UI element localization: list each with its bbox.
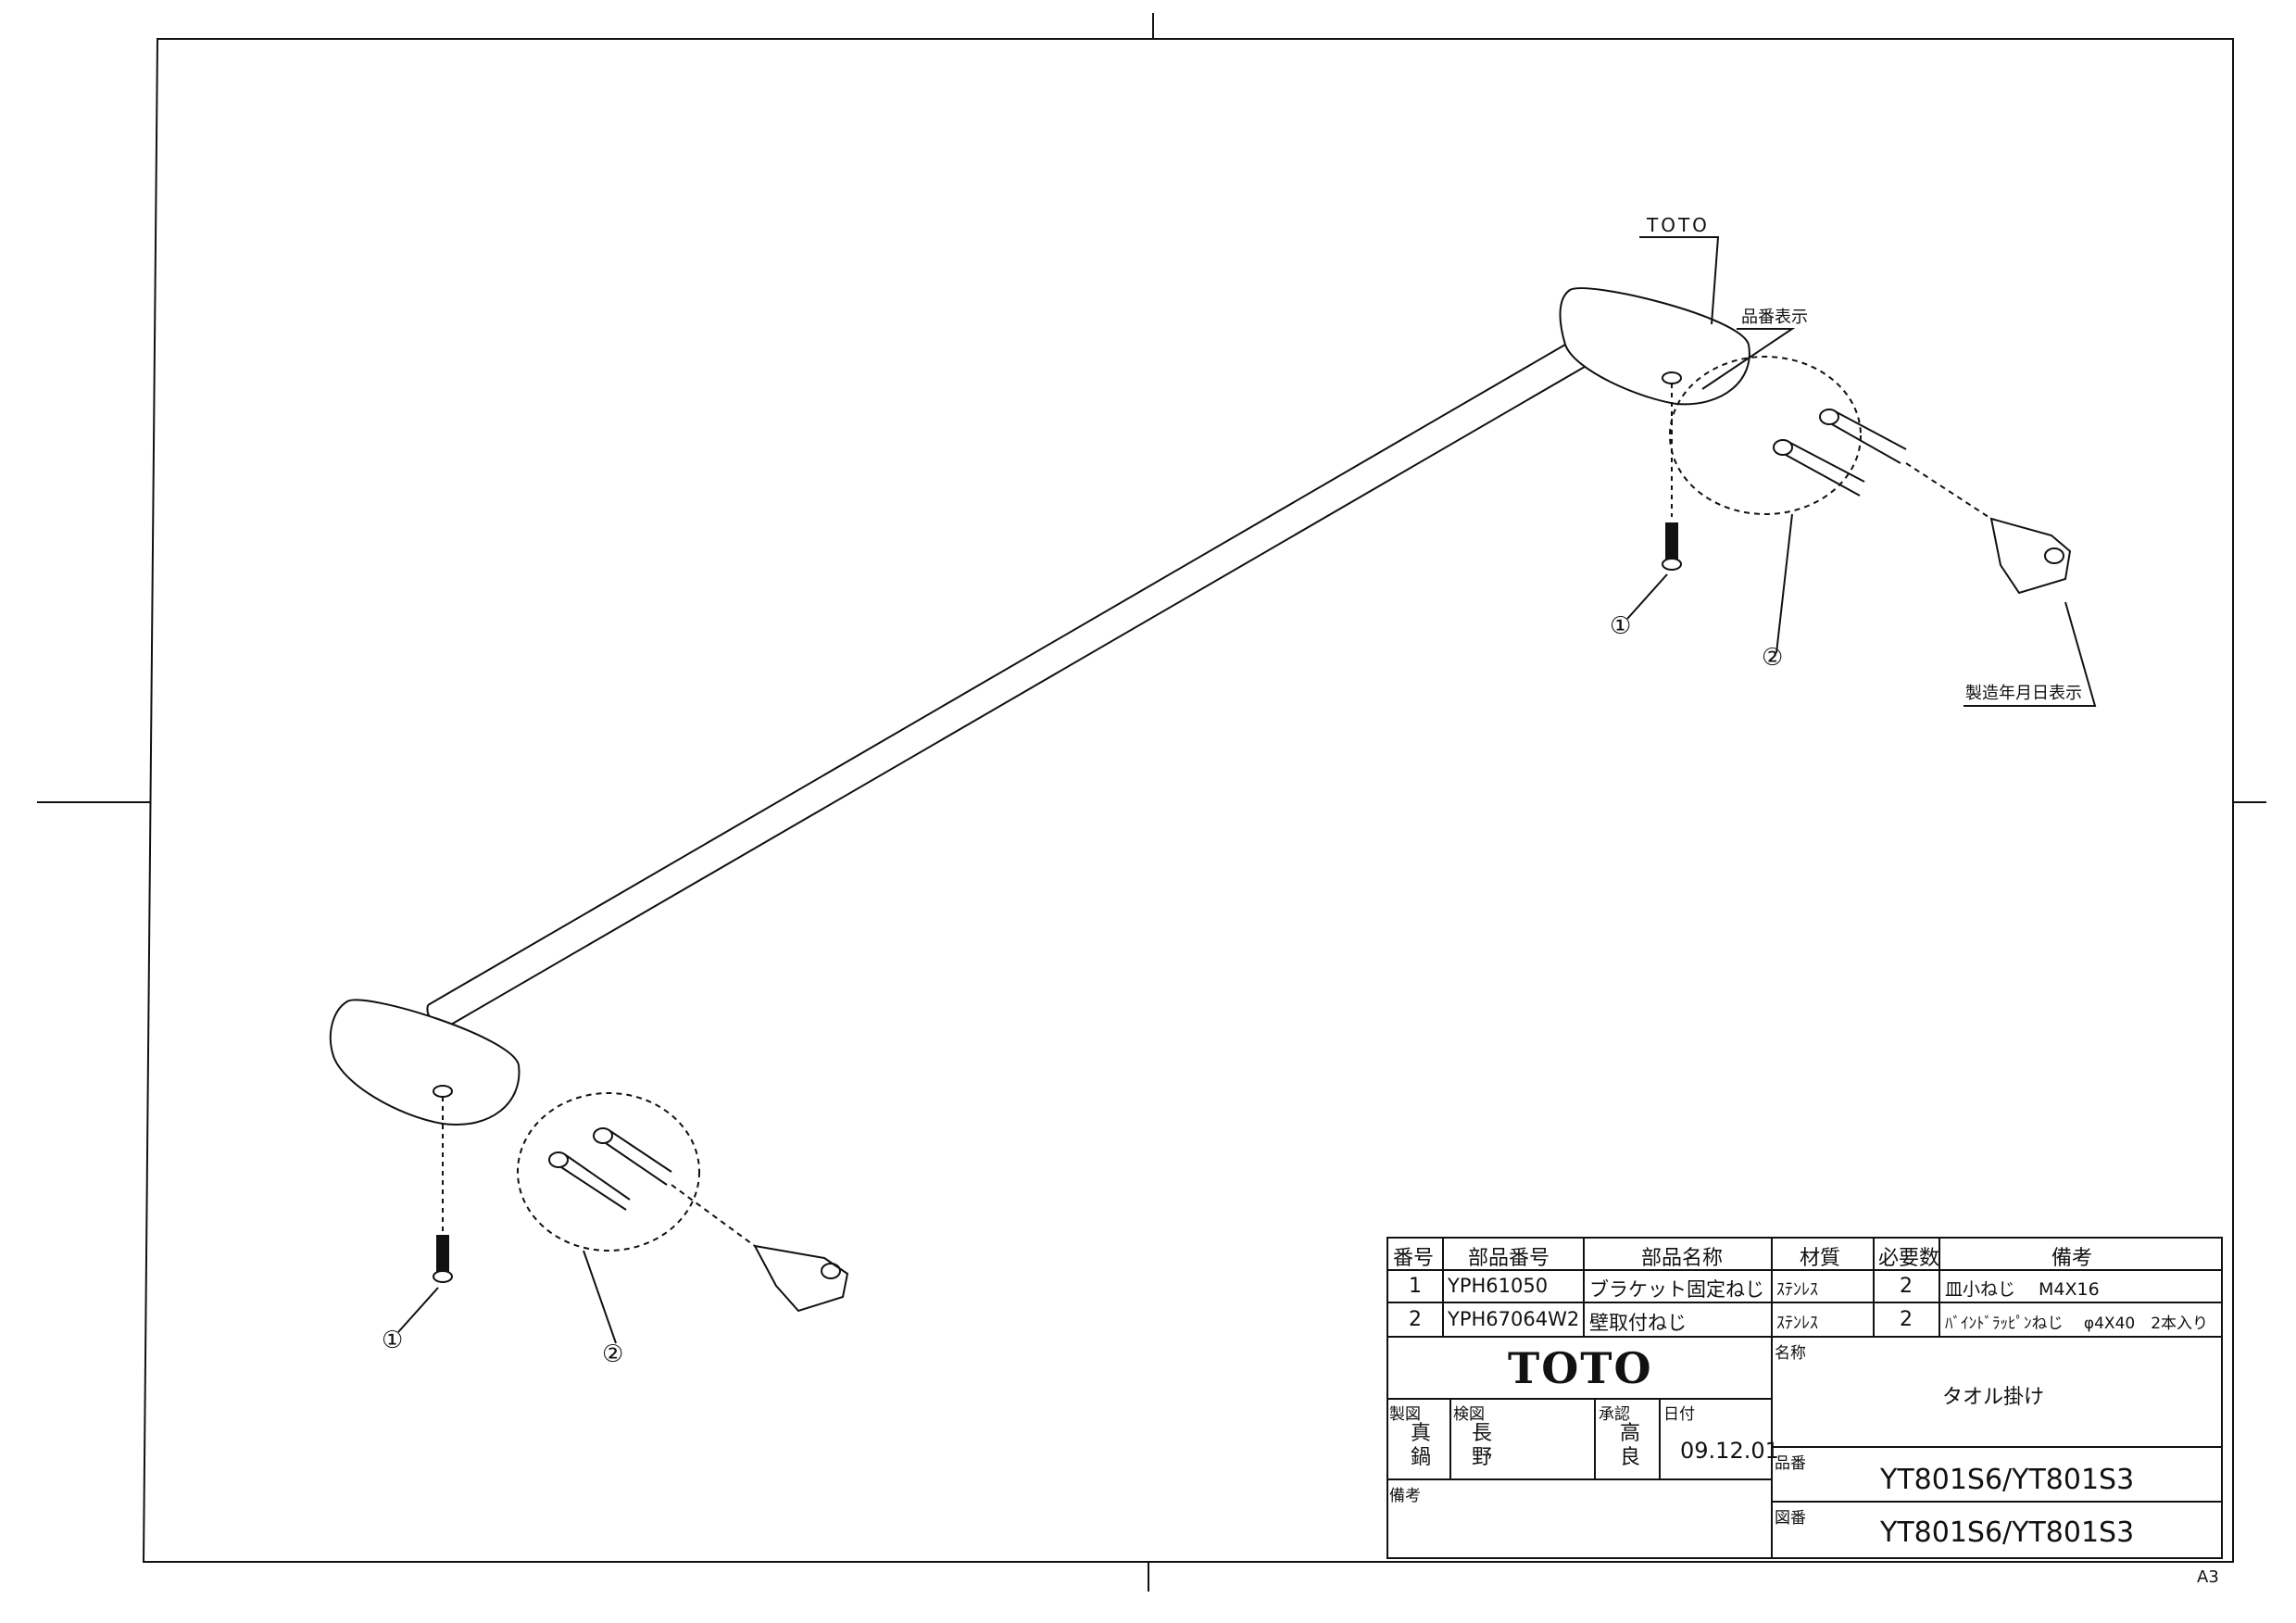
wall-screws-left	[517, 1092, 849, 1313]
brand-mark-leader	[1639, 236, 1720, 325]
towel-bar-rod	[426, 344, 1590, 1029]
part-1-leader-left	[397, 1287, 439, 1333]
company-logo: TOTO	[1508, 1343, 1653, 1393]
sheet-size: A3	[2197, 1567, 2219, 1587]
name-label: 名称	[1775, 1344, 1806, 1363]
checked-by: 長野	[1472, 1422, 1493, 1469]
date-value: 09.12.01	[1680, 1438, 1779, 1464]
left-bracket	[329, 999, 521, 1232]
title-block-grid	[1386, 1237, 2223, 1559]
brand-mark-callout: TOTO	[1646, 214, 1710, 236]
product-number: YT801S6/YT801S3	[1880, 1464, 2135, 1496]
product-number-label: 品番	[1775, 1454, 1806, 1473]
header-remarks: 備考	[2051, 1247, 2093, 1270]
row-2-part-code: YPH67064W2	[1448, 1308, 1580, 1330]
row-1-part-code: YPH61050	[1448, 1275, 1549, 1297]
row-2-part-name: 壁取付ねじ	[1589, 1312, 1687, 1334]
approved-label: 承認	[1599, 1405, 1630, 1424]
manufacture-date-callout: 製造年月日表示	[1965, 684, 2082, 703]
remarks-label: 備考	[1389, 1487, 1421, 1505]
wall-screws-right	[1669, 356, 2072, 595]
row-1-number: 1	[1409, 1275, 1422, 1298]
model-number-callout: 品番表示	[1741, 308, 1808, 327]
model-number-leader	[1701, 328, 1796, 390]
date-mark-leader	[1964, 601, 2097, 707]
header-material: 材質	[1800, 1247, 1841, 1270]
part-2-number-right: ②	[1762, 644, 1783, 672]
header-part-code: 部品番号	[1468, 1247, 1550, 1270]
part-1-number-right: ①	[1610, 612, 1631, 640]
drawn-by: 真鍋	[1411, 1422, 1432, 1469]
approved-by: 高良	[1620, 1422, 1641, 1469]
drawing-number: YT801S6/YT801S3	[1880, 1516, 2135, 1549]
fixing-screw-left	[433, 1235, 453, 1283]
right-bracket	[1559, 287, 1750, 517]
part-1-number-left: ①	[382, 1327, 403, 1354]
drawing-number-label: 図番	[1775, 1509, 1806, 1528]
row-1-part-name: ブラケット固定ねじ	[1589, 1278, 1764, 1301]
row-2-number: 2	[1409, 1308, 1422, 1331]
row-1-quantity: 2	[1900, 1275, 1913, 1298]
date-label: 日付	[1663, 1405, 1695, 1424]
header-quantity: 必要数	[1878, 1247, 1940, 1270]
part-2-leader-left	[583, 1250, 617, 1344]
row-2-material: ｽﾃﾝﾚｽ	[1776, 1314, 1818, 1333]
row-1-remarks: 皿小ねじ M4X16	[1945, 1279, 2100, 1300]
row-2-quantity: 2	[1900, 1308, 1913, 1331]
product-name: タオル掛け	[1942, 1386, 2045, 1409]
row-1-material: ｽﾃﾝﾚｽ	[1776, 1280, 1818, 1300]
part-2-leader-right	[1775, 513, 1793, 654]
fixing-screw-right	[1662, 522, 1682, 571]
part-2-number-left: ②	[602, 1340, 623, 1368]
header-number: 番号	[1393, 1247, 1435, 1270]
header-part-name: 部品名称	[1641, 1247, 1724, 1270]
checked-label: 検図	[1453, 1405, 1485, 1424]
row-2-remarks: ﾊﾞｲﾝﾄﾞﾗｯﾋﾟﾝねじ φ4X40 2本入り	[1945, 1315, 2209, 1333]
drawing-frame	[142, 38, 2234, 1563]
drawn-label: 製図	[1389, 1405, 1421, 1424]
part-1-leader-right	[1626, 573, 1668, 620]
